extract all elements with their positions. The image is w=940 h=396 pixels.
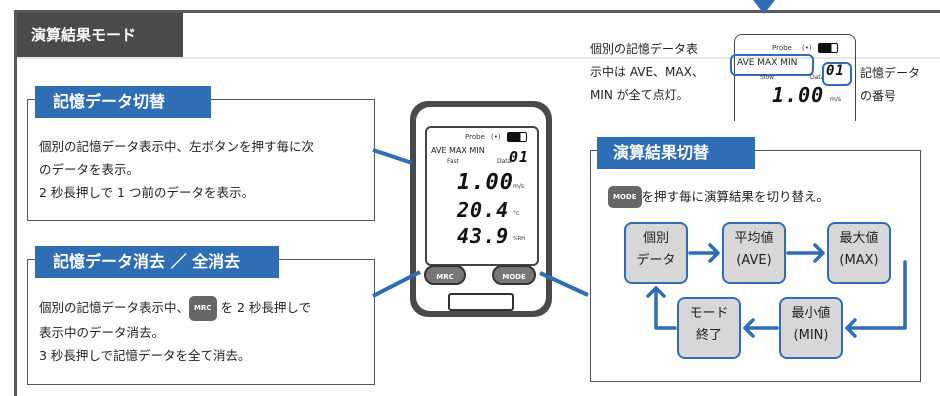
top-callout-line1: 個別の記憶データ表 — [590, 42, 699, 56]
top-callout-unit: m/s — [830, 96, 841, 103]
lcd-humidity-value: 43.9 — [457, 224, 510, 248]
node-end-label2: 終了 — [695, 328, 722, 343]
node-min: 最小値 (MIN) — [779, 297, 843, 359]
mrc-button[interactable]: MRC — [424, 265, 466, 285]
lcd-fast-label: Fast — [447, 158, 460, 165]
top-callout-line3: MIN が全て点灯。 — [590, 88, 689, 102]
node-individual-label1: 個別 — [642, 231, 669, 246]
node-ave-label1: 平均値 — [734, 231, 774, 246]
top-callout-line2: 示中は AVE、MAX、 — [590, 65, 704, 79]
memory-delete-line2: 表示中のデータ消去。 — [39, 325, 165, 340]
memory-delete-line3: 3 秒長押しで記憶データを全て消去。 — [39, 348, 251, 363]
mode-badge-icon: MODE — [608, 186, 642, 208]
top-callout-probe: Probe — [772, 44, 792, 52]
lcd-avemaxmin: AVE MAX MIN — [431, 146, 485, 155]
lcd-data-label: Data — [497, 158, 512, 165]
arrow-min-to-end-icon — [743, 318, 779, 338]
top-callout-number: 01 — [826, 63, 845, 79]
node-end-label1: モード — [689, 306, 729, 321]
header-divider — [17, 57, 940, 59]
top-callout-right-text: 記憶データ の番号 — [860, 62, 940, 108]
lcd-humidity-unit: %RH — [513, 236, 525, 242]
arrow-ave-to-max-icon — [786, 243, 825, 263]
lcd-temperature-unit: °c — [513, 210, 520, 217]
top-callout-avemaxmin — [730, 54, 814, 76]
device-lcd: Probe (•) AVE MAX MIN Fast Data 01 1.00 … — [425, 126, 539, 266]
wireless-icon: (•) — [491, 133, 501, 141]
node-max-label2: (MAX) — [839, 253, 879, 268]
node-ave: 平均値 (AVE) — [722, 222, 786, 284]
lcd-temperature-value: 20.4 — [457, 198, 510, 222]
down-arrow-icon — [753, 0, 775, 14]
top-callout-wireless-icon: (•) — [802, 44, 812, 52]
lcd-probe-label: Probe — [465, 133, 485, 141]
memory-switch-line3: 2 秒長押しで 1 つ前のデータを表示。 — [39, 185, 254, 200]
node-individual-label2: データ — [636, 253, 676, 268]
node-mode-end: モード 終了 — [677, 297, 741, 359]
top-callout-lcd-frame — [734, 34, 856, 121]
top-callout-data: Data — [810, 74, 825, 81]
memory-delete-title: 記憶データ消去 ／ 全消去 — [35, 246, 279, 278]
memory-switch-line1: 個別の記憶データ表示中、左ボタンを押す毎に次 — [39, 139, 315, 154]
top-callout-right-line1: 記憶データ — [860, 66, 921, 80]
node-min-label1: 最小値 — [791, 306, 831, 321]
lcd-velocity-unit: m/s — [513, 183, 524, 190]
memory-delete-line1: 個別の記憶データ表示中、MRC を 2 秒長押しで — [39, 296, 369, 321]
node-individual-data: 個別 データ — [624, 222, 688, 284]
memory-switch-body: 個別の記憶データ表示中、左ボタンを押す毎に次 のデータを表示。 2 秒長押しで … — [39, 135, 369, 204]
memory-switch-title: 記憶データ切替 — [35, 86, 211, 118]
top-callout-number-box — [822, 62, 852, 86]
top-callout-value: 1.00 — [772, 83, 825, 107]
section-title: 演算結果モード — [17, 13, 183, 57]
top-callout-avemaxmin-text: AVE MAX MIN — [737, 58, 798, 68]
arrow-max-to-min-icon — [845, 260, 907, 338]
memory-delete-line1a: 個別の記憶データ表示中、 — [39, 300, 190, 315]
device-bottom-slot — [448, 293, 514, 311]
lcd-data-number: 01 — [509, 148, 530, 166]
top-callout-slow: Slow — [760, 74, 775, 81]
memory-delete-line1b: を 2 秒長押しで — [220, 300, 312, 315]
node-max: 最大値 (MAX) — [827, 222, 891, 284]
arrow-individual-to-ave-icon — [688, 243, 720, 263]
mrc-badge-icon: MRC — [189, 296, 217, 321]
top-callout-battery-icon — [818, 43, 838, 53]
battery-icon — [507, 132, 527, 142]
node-max-label1: 最大値 — [839, 231, 879, 246]
arrow-end-to-individual-icon — [646, 286, 677, 330]
memory-switch-panel — [27, 99, 375, 221]
node-ave-label2: (AVE) — [736, 253, 772, 268]
memory-delete-body: 個別の記憶データ表示中、MRC を 2 秒長押しで 表示中のデータ消去。 3 秒… — [39, 296, 369, 367]
memory-switch-line2: のデータを表示。 — [39, 162, 140, 177]
top-rule — [14, 10, 940, 13]
mode-button[interactable]: MODE — [492, 265, 536, 285]
top-callout-right-line2: の番号 — [860, 89, 897, 103]
left-frame-rule — [14, 13, 17, 396]
node-min-label2: (MIN) — [793, 328, 829, 343]
calc-switch-desc: を押す毎に演算結果を切り替え。 — [641, 189, 830, 204]
lcd-velocity-value: 1.00 — [457, 170, 514, 195]
calc-switch-title: 演算結果切替 — [597, 137, 755, 169]
top-callout-left-text: 個別の記憶データ表 示中は AVE、MAX、 MIN が全て点灯。 — [590, 38, 740, 107]
